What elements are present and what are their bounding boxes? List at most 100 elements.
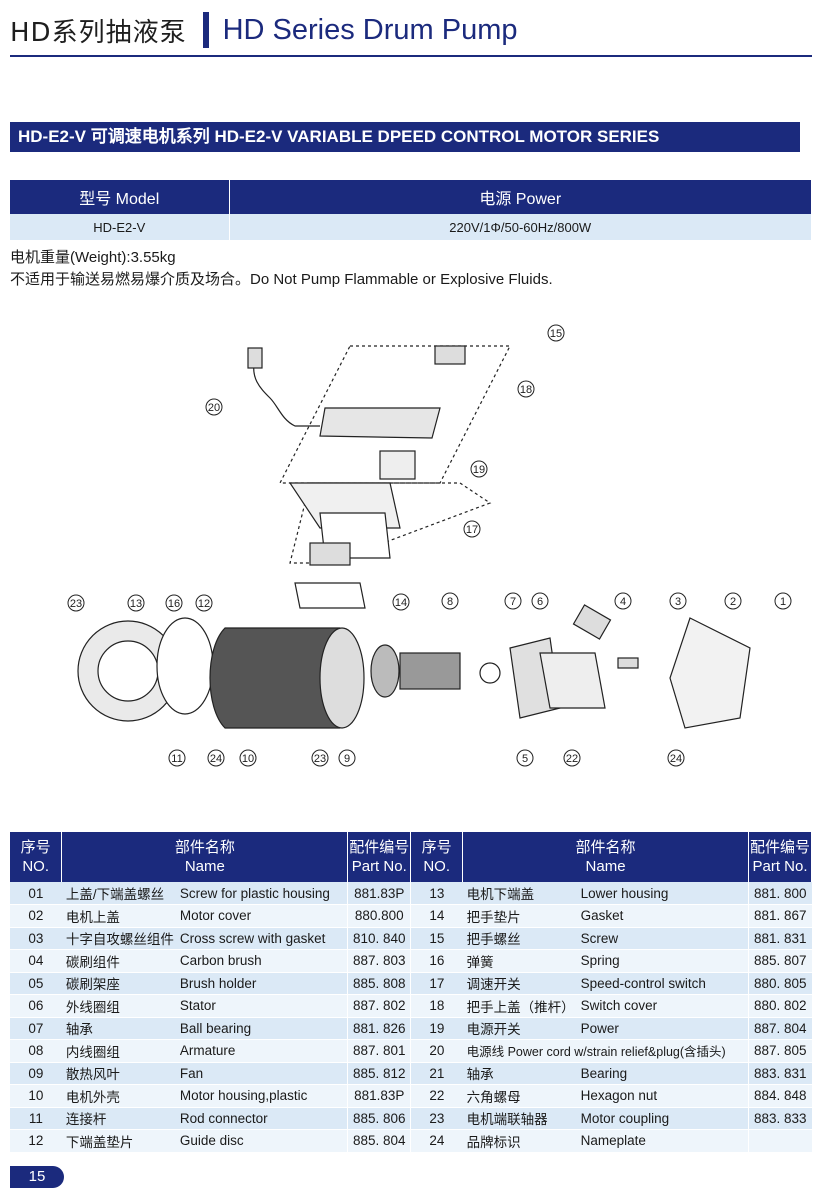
part-no: 22 bbox=[410, 1084, 463, 1108]
part-no: 09 bbox=[10, 1062, 62, 1085]
part-no: 15 bbox=[410, 927, 463, 950]
part-name-cn: 碳刷架座 bbox=[61, 972, 178, 995]
svg-text:24: 24 bbox=[670, 753, 682, 765]
part-no: 19 bbox=[410, 1017, 463, 1040]
part-number: 885. 807 bbox=[748, 949, 812, 973]
callout-10: 10 bbox=[239, 749, 257, 767]
part-name-cn: 电机端联轴器 bbox=[462, 1107, 579, 1130]
part-number: 884. 848 bbox=[748, 1084, 812, 1108]
part-number: 880. 802 bbox=[748, 994, 812, 1018]
callout-4: 4 bbox=[614, 592, 632, 610]
part-name-cn: 十字自攻螺丝组件 bbox=[61, 927, 178, 950]
part-no: 03 bbox=[10, 927, 62, 950]
svg-text:11: 11 bbox=[171, 753, 182, 765]
handle-top bbox=[319, 407, 441, 439]
part-number: 881. 831 bbox=[748, 927, 812, 950]
callout-24-left: 24 bbox=[207, 749, 225, 767]
page-number: 15 bbox=[10, 1166, 64, 1188]
svg-text:18: 18 bbox=[520, 384, 532, 396]
svg-text:13: 13 bbox=[130, 598, 142, 610]
part-no: 13 bbox=[410, 882, 463, 905]
part-number: 885. 804 bbox=[347, 1129, 412, 1153]
bearing-part bbox=[479, 662, 501, 684]
svg-text:14: 14 bbox=[395, 597, 407, 609]
title-cn: HD系列抽液泵 bbox=[10, 17, 187, 48]
part-number: 887. 801 bbox=[347, 1039, 412, 1063]
svg-text:10: 10 bbox=[242, 753, 254, 765]
part-name-en: Cross screw with gasket bbox=[177, 927, 348, 950]
callout-6: 6 bbox=[531, 592, 549, 610]
header-name-cn: 部件名称 bbox=[575, 839, 636, 856]
brush-holder-part bbox=[539, 652, 606, 709]
page-header: HD系列抽液泵 HD Series Drum Pump bbox=[10, 8, 517, 52]
part-name-en: Carbon brush bbox=[177, 949, 348, 973]
power-plug bbox=[247, 347, 263, 369]
part-name-en: Armature bbox=[177, 1039, 348, 1063]
part-no: 18 bbox=[410, 994, 463, 1018]
callout-2: 2 bbox=[724, 592, 742, 610]
callout-24-right: 24 bbox=[667, 749, 685, 767]
part-name-en: Fan bbox=[177, 1062, 348, 1085]
part-no: 24 bbox=[410, 1129, 463, 1153]
header-name-en: Name bbox=[184, 858, 225, 875]
part-name-cn: 内线圈组 bbox=[61, 1039, 178, 1063]
part-name-cn: 电源线 Power cord w/strain relief&plug(含插头) bbox=[462, 1039, 749, 1063]
header-part-en: Part No. bbox=[752, 858, 808, 875]
header-no-cn: 序号 bbox=[421, 839, 452, 856]
svg-text:3: 3 bbox=[675, 596, 681, 608]
part-name-cn: 电机上盖 bbox=[61, 904, 178, 928]
part-no: 17 bbox=[410, 972, 463, 995]
part-no: 10 bbox=[10, 1084, 62, 1108]
callout-19: 19 bbox=[470, 460, 488, 478]
part-no: 04 bbox=[10, 949, 62, 973]
part-name-en: Switch cover bbox=[578, 994, 749, 1018]
part-number: 885. 806 bbox=[347, 1107, 412, 1130]
part-no: 01 bbox=[10, 882, 62, 905]
spec-table: 型号 Model 电源 Power HD-E2-V 220V/1Φ/50-60H… bbox=[10, 180, 812, 240]
part-name-en: Rod connector bbox=[177, 1107, 348, 1130]
header-part-cn: 配件编号 bbox=[749, 839, 810, 856]
speed-knob-part bbox=[309, 542, 351, 566]
section-title: HD-E2-V 可调速电机系列 HD-E2-V VARIABLE DPEED C… bbox=[10, 122, 800, 152]
part-name-en: Motor cover bbox=[177, 904, 348, 928]
svg-text:23: 23 bbox=[70, 598, 82, 610]
part-no: 12 bbox=[10, 1129, 62, 1153]
handle-assembly-box bbox=[279, 345, 511, 484]
carbon-brush-part bbox=[572, 604, 612, 640]
part-name-cn: 电机外壳 bbox=[61, 1084, 178, 1108]
svg-text:9: 9 bbox=[344, 753, 350, 765]
callout-13: 13 bbox=[127, 594, 145, 612]
part-name-cn: 把手螺丝 bbox=[462, 927, 579, 950]
callout-17: 17 bbox=[463, 520, 481, 538]
callout-9: 9 bbox=[338, 749, 356, 767]
part-name-cn: 品牌标识 bbox=[462, 1129, 579, 1153]
part-number: 883. 831 bbox=[748, 1062, 812, 1085]
spec-header-row: 型号 Model 电源 Power bbox=[10, 180, 812, 214]
part-number: 883. 833 bbox=[748, 1107, 812, 1130]
part-no: 20 bbox=[410, 1039, 463, 1063]
spec-header-model: 型号 Model bbox=[10, 180, 230, 214]
part-name-en: Motor housing,plastic bbox=[177, 1084, 348, 1108]
svg-text:16: 16 bbox=[168, 598, 180, 610]
callout-16: 16 bbox=[165, 594, 183, 612]
callout-22: 22 bbox=[563, 749, 581, 767]
part-name-en: Speed-control switch bbox=[578, 972, 749, 995]
part-no: 11 bbox=[10, 1107, 62, 1130]
gasket-part bbox=[294, 582, 366, 609]
svg-text:1: 1 bbox=[780, 596, 786, 608]
svg-text:17: 17 bbox=[466, 524, 478, 536]
header-part-cn: 配件编号 bbox=[349, 839, 410, 856]
part-name-cn: 六角螺母 bbox=[462, 1084, 579, 1108]
header-name-en: Name bbox=[585, 858, 626, 875]
part-no: 06 bbox=[10, 994, 62, 1018]
warning-note: 不适用于输送易燃易爆介质及场合。Do Not Pump Flammable or… bbox=[10, 271, 553, 288]
